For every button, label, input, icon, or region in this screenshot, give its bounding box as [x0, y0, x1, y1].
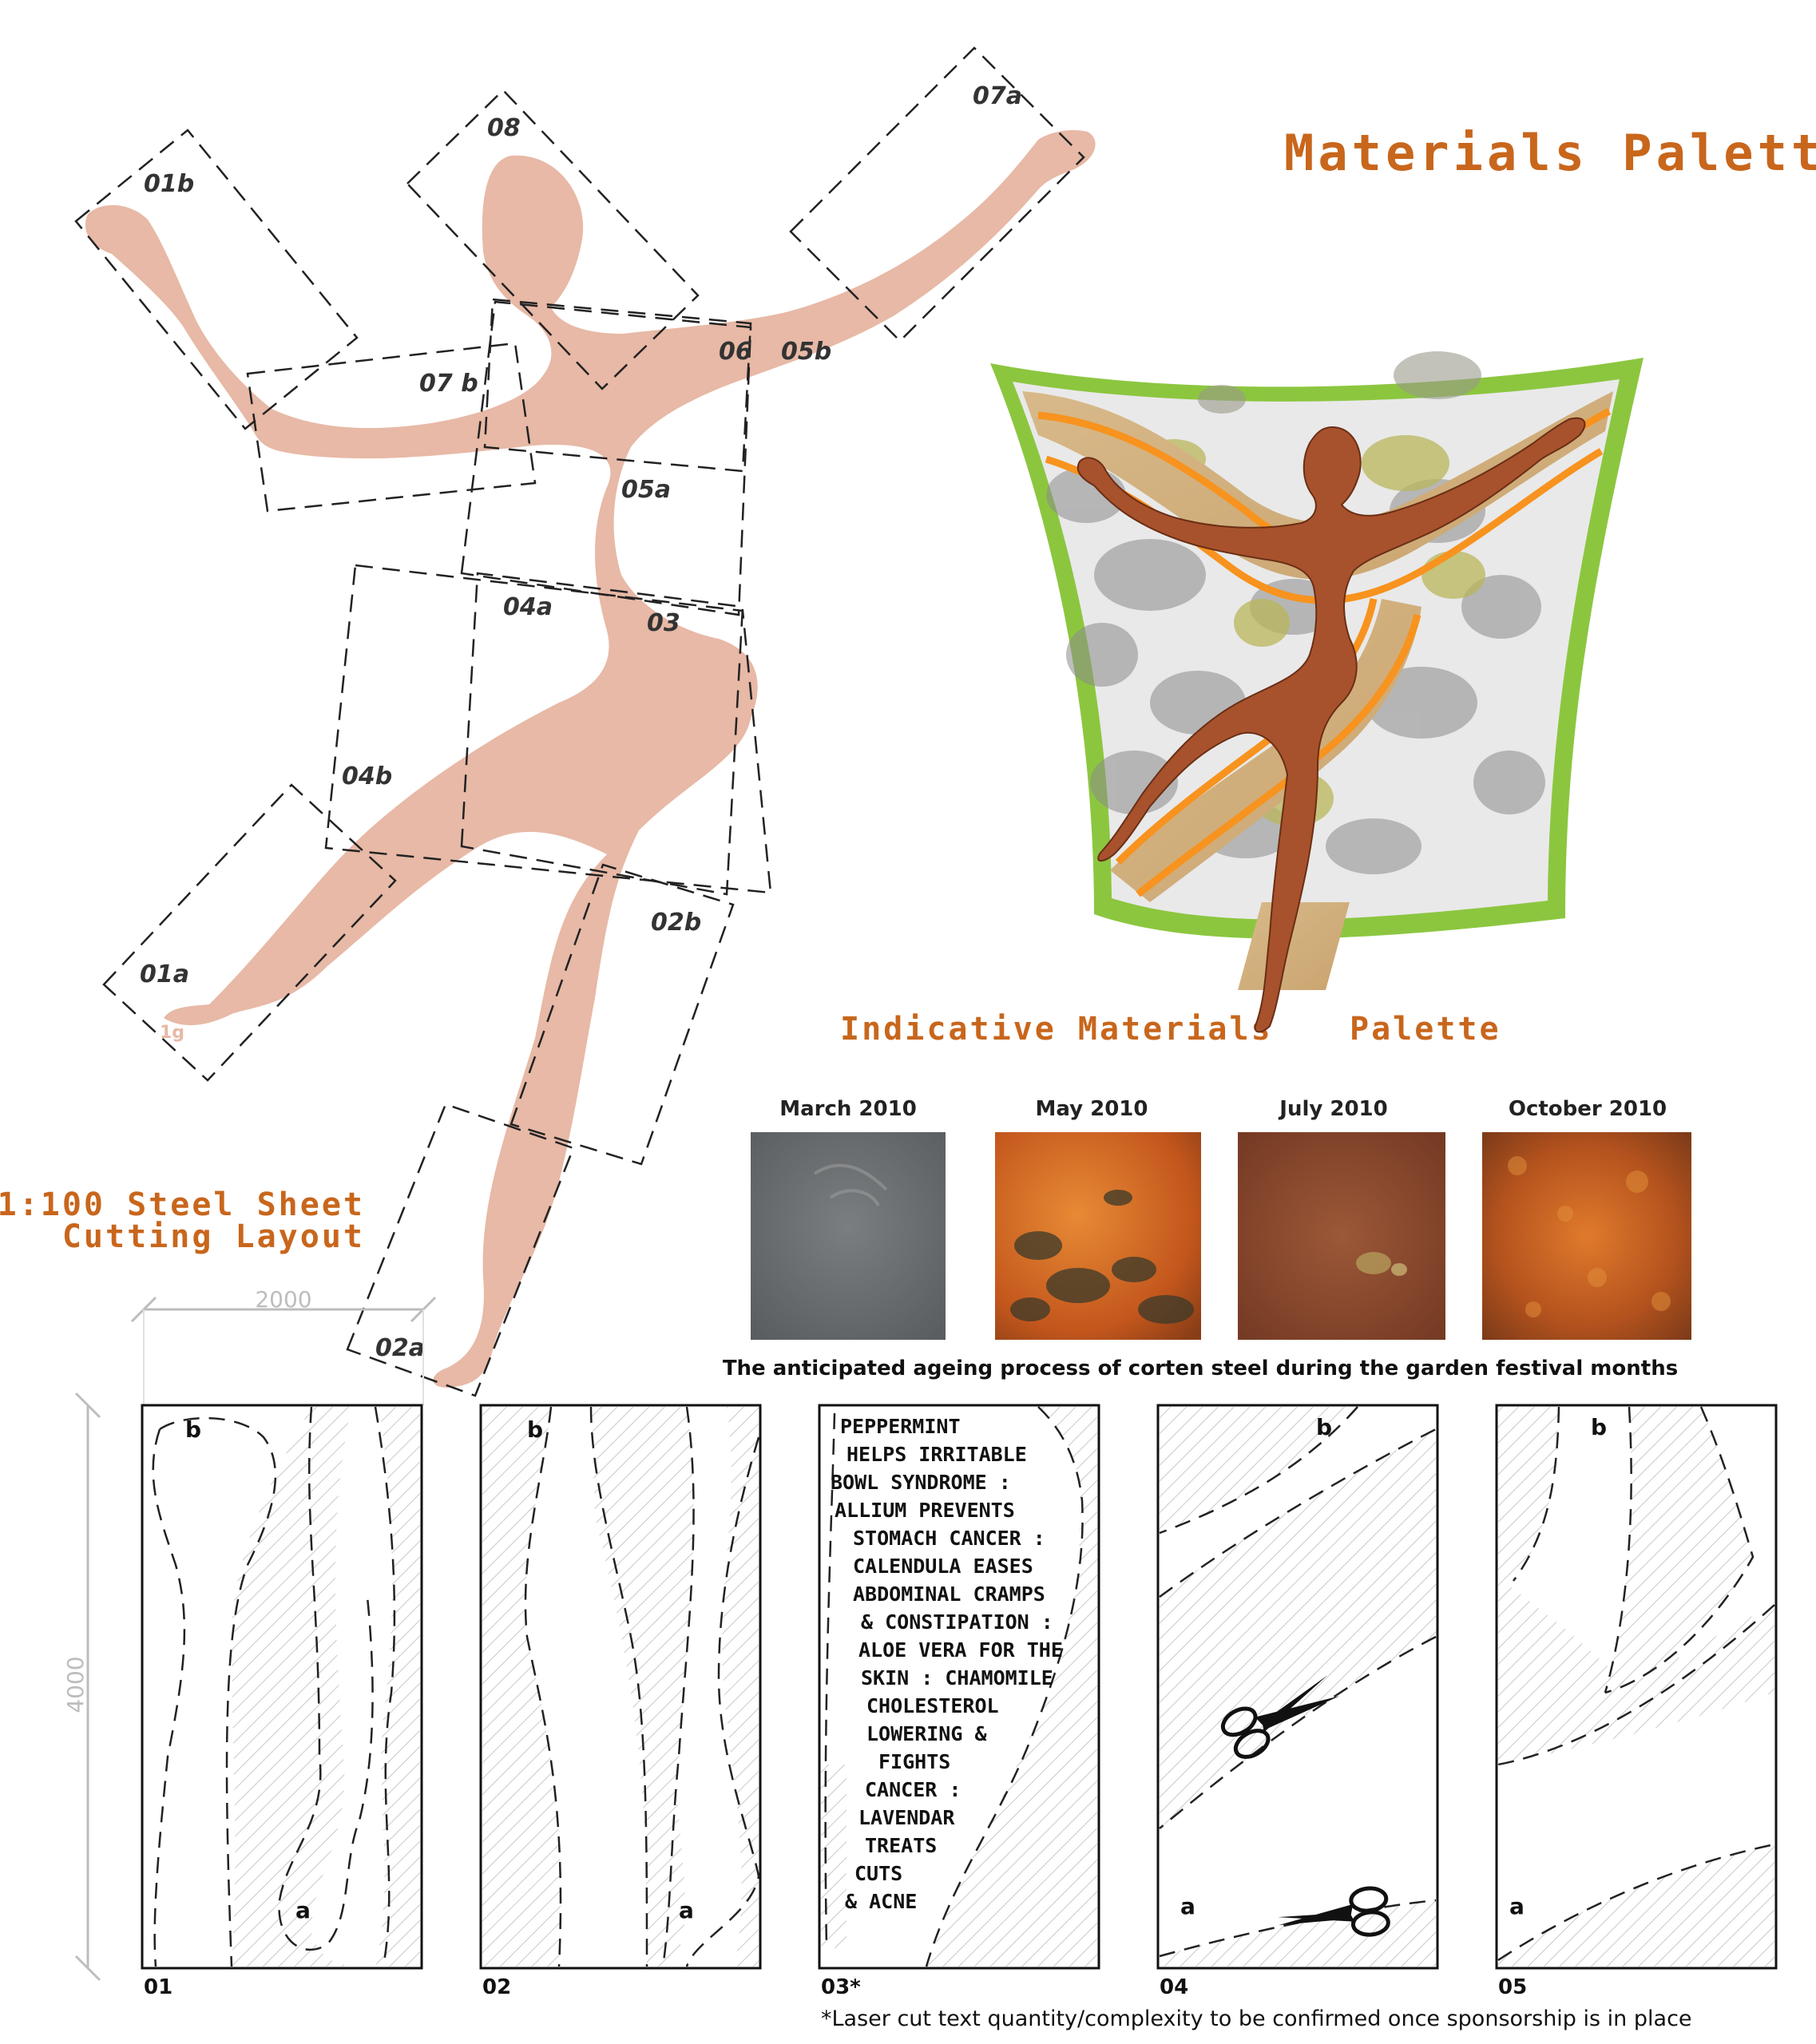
sheet-03-number: 03* — [821, 1975, 861, 1999]
sheet-05-number: 05 — [1498, 1975, 1527, 1999]
materials-palette-title: Materials Palette — [1284, 124, 1816, 182]
swatch-march — [751, 1132, 946, 1340]
laser-cut-footnote: *Laser cut text quantity/complexity to b… — [821, 2006, 1692, 2031]
piece-label-06: 06 — [719, 338, 752, 366]
sheet-01-label-a: a — [295, 1897, 311, 1923]
sheet-05: b a 05 — [1495, 1404, 1778, 1999]
month-label-july: July 2010 — [1278, 1097, 1387, 1121]
herb-line-09: ALOE VERA FOR THE — [858, 1638, 1063, 1662]
herb-line-01: PEPPERMINT — [840, 1415, 961, 1438]
herb-line-03: BOWL SYNDROME : — [831, 1471, 1011, 1494]
piece-label-05a: 05a — [621, 476, 671, 504]
sheet-05-label-a: a — [1509, 1893, 1525, 1919]
piece-label-02a: 02a — [375, 1334, 425, 1362]
sheet-02-label-b: b — [527, 1416, 543, 1443]
layout-title-line2: Cutting Layout — [62, 1218, 365, 1255]
piece-label-01b: 01b — [144, 170, 194, 198]
layout-title-line1: 1:100 Steel Sheet — [0, 1186, 365, 1223]
sheet-02: b a 02 — [479, 1404, 762, 1999]
ageing-caption: The anticipated ageing process of corten… — [723, 1357, 1678, 1380]
palette-label: Palette — [1350, 1011, 1501, 1048]
sheet-04-number: 04 — [1160, 1975, 1188, 1999]
piece-label-04b: 04b — [342, 763, 392, 790]
indicative-materials-label: Indicative Materials — [840, 1011, 1273, 1048]
sheet-01-label-b: b — [185, 1416, 201, 1443]
sheet-02-label-a: a — [679, 1897, 694, 1923]
planter-illustration — [990, 351, 1644, 1033]
piece-label-08: 08 — [487, 114, 521, 142]
sheet-04: b a 04 — [1156, 1404, 1439, 1999]
herb-line-10: SKIN : CHAMOMILE — [861, 1666, 1053, 1689]
sheet-05-label-b: b — [1591, 1414, 1607, 1440]
sheet-02-number: 02 — [482, 1975, 511, 1999]
herb-line-04: ALLIUM PREVENTS — [835, 1499, 1015, 1522]
swatch-july — [1238, 1132, 1445, 1340]
herb-line-11: CHOLESTEROL — [866, 1694, 999, 1717]
herb-line-18: & ACNE — [845, 1890, 917, 1913]
herb-line-02: HELPS IRRITABLE — [847, 1443, 1027, 1466]
month-label-may: May 2010 — [1036, 1097, 1148, 1121]
sheet-04-label-a: a — [1180, 1893, 1195, 1919]
herb-line-08: & CONSTIPATION : — [861, 1610, 1053, 1634]
ageing-swatches: March 2010 May 2010 July 2010 October 20… — [723, 1097, 1691, 1380]
dimension-marks: 2000 4000 — [62, 1286, 437, 1982]
month-label-october: October 2010 — [1509, 1097, 1667, 1121]
month-label-march: March 2010 — [779, 1097, 917, 1121]
piece-label-01a: 01a — [140, 961, 189, 988]
piece-label-07a: 07a — [973, 82, 1022, 110]
herb-line-16: TREATS — [865, 1834, 937, 1857]
dancer-figure-silhouette: 1g — [85, 130, 1096, 1388]
sheet-01: b a 01 — [141, 1404, 423, 1999]
dimension-height: 4000 — [62, 1656, 89, 1713]
piece-labels: 01b 08 07a 06 05b 07 b 05a 04a 03 04b 02… — [140, 82, 1022, 1362]
herb-line-07: ABDOMINAL CRAMPS — [853, 1583, 1045, 1606]
sheet-03: PEPPERMINT HELPS IRRITABLE BOWL SYNDROME… — [818, 1404, 1100, 1999]
piece-label-05b: 05b — [781, 338, 831, 366]
piece-outlines — [74, 46, 1085, 1397]
herb-line-14: CANCER : — [865, 1778, 961, 1801]
piece-label-07b: 07 b — [419, 370, 478, 398]
sheet-04-label-b: b — [1316, 1414, 1332, 1440]
dimension-width: 2000 — [255, 1286, 311, 1313]
herb-line-17: CUTS — [854, 1862, 902, 1885]
scissors-icon — [1220, 1675, 1340, 1759]
herb-line-12: LOWERING & — [866, 1722, 987, 1745]
sheet-01-number: 01 — [144, 1975, 172, 1999]
herb-line-05: STOMACH CANCER : — [853, 1527, 1045, 1550]
herb-line-06: CALENDULA EASES — [853, 1555, 1033, 1578]
herb-line-15: LAVENDAR — [858, 1806, 955, 1829]
piece-label-03: 03 — [647, 609, 680, 637]
piece-label-04a: 04a — [503, 593, 553, 621]
piece-label-02b: 02b — [651, 909, 701, 937]
herb-line-13: FIGHTS — [878, 1750, 950, 1773]
